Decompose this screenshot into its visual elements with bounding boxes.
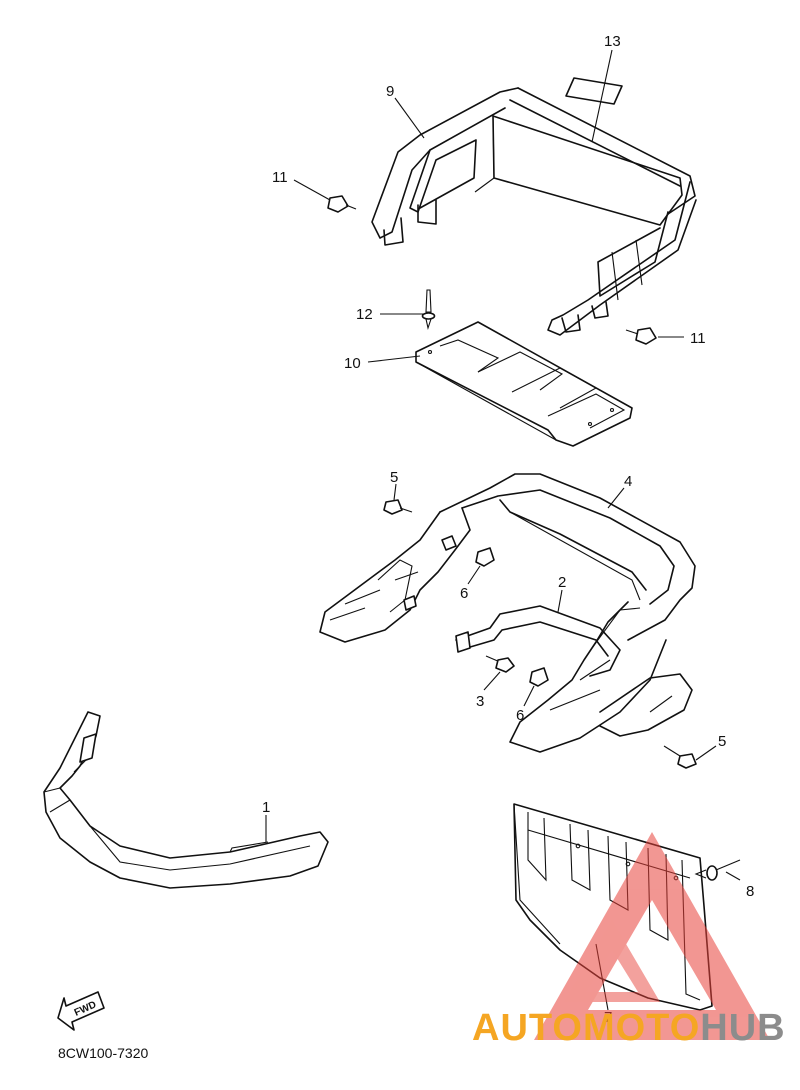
- watermark-text-gray: HUB: [700, 1007, 785, 1049]
- bolt-part-3: [485, 655, 515, 673]
- callout-5-upper: 5: [390, 469, 398, 486]
- bolt-part-11-left: [327, 195, 357, 213]
- nut-part-6-upper: [475, 547, 495, 567]
- callout-4: 4: [624, 473, 632, 490]
- fwd-arrow-icon: FWD: [57, 991, 105, 1031]
- nut-part-6-lower: [529, 667, 549, 687]
- bolt-part-11-right: [625, 327, 657, 345]
- callout-5-lower: 5: [718, 733, 726, 750]
- rear-rack-part: [371, 87, 697, 336]
- callout-11-left: 11: [272, 169, 288, 186]
- plate-part-10: [415, 321, 633, 447]
- bolt-part-5-upper: [383, 499, 413, 515]
- callout-10: 10: [344, 355, 361, 372]
- callout-3: 3: [476, 693, 484, 710]
- callout-6-upper: 6: [460, 585, 468, 602]
- rivet-part-12: [421, 289, 436, 331]
- callout-8: 8: [746, 883, 754, 900]
- callout-11-right: 11: [690, 330, 706, 347]
- watermark-text-orange: AUTOMOTO: [472, 1007, 700, 1049]
- callout-2: 2: [558, 574, 566, 591]
- leader-lines: [265, 49, 741, 1011]
- rear-frame-part-4: [319, 473, 696, 753]
- watermark-triangle-icon: [534, 832, 770, 1040]
- bolt-part-5-lower: [663, 745, 697, 769]
- rivet-part-8: [694, 859, 741, 881]
- callout-13: 13: [604, 33, 621, 50]
- rack-label-part: [565, 77, 623, 105]
- callout-9: 9: [386, 83, 394, 100]
- diagram-code: 8CW100-7320: [58, 1045, 148, 1061]
- callout-12: 12: [356, 306, 373, 323]
- stay-part-2: [455, 605, 621, 677]
- watermark-text: AUTOMOTOHUB: [472, 1007, 786, 1049]
- callout-1: 1: [262, 799, 270, 816]
- callout-6-lower: 6: [516, 707, 524, 724]
- watermark-logo: [534, 832, 770, 1040]
- front-bar-part-1: [43, 711, 329, 889]
